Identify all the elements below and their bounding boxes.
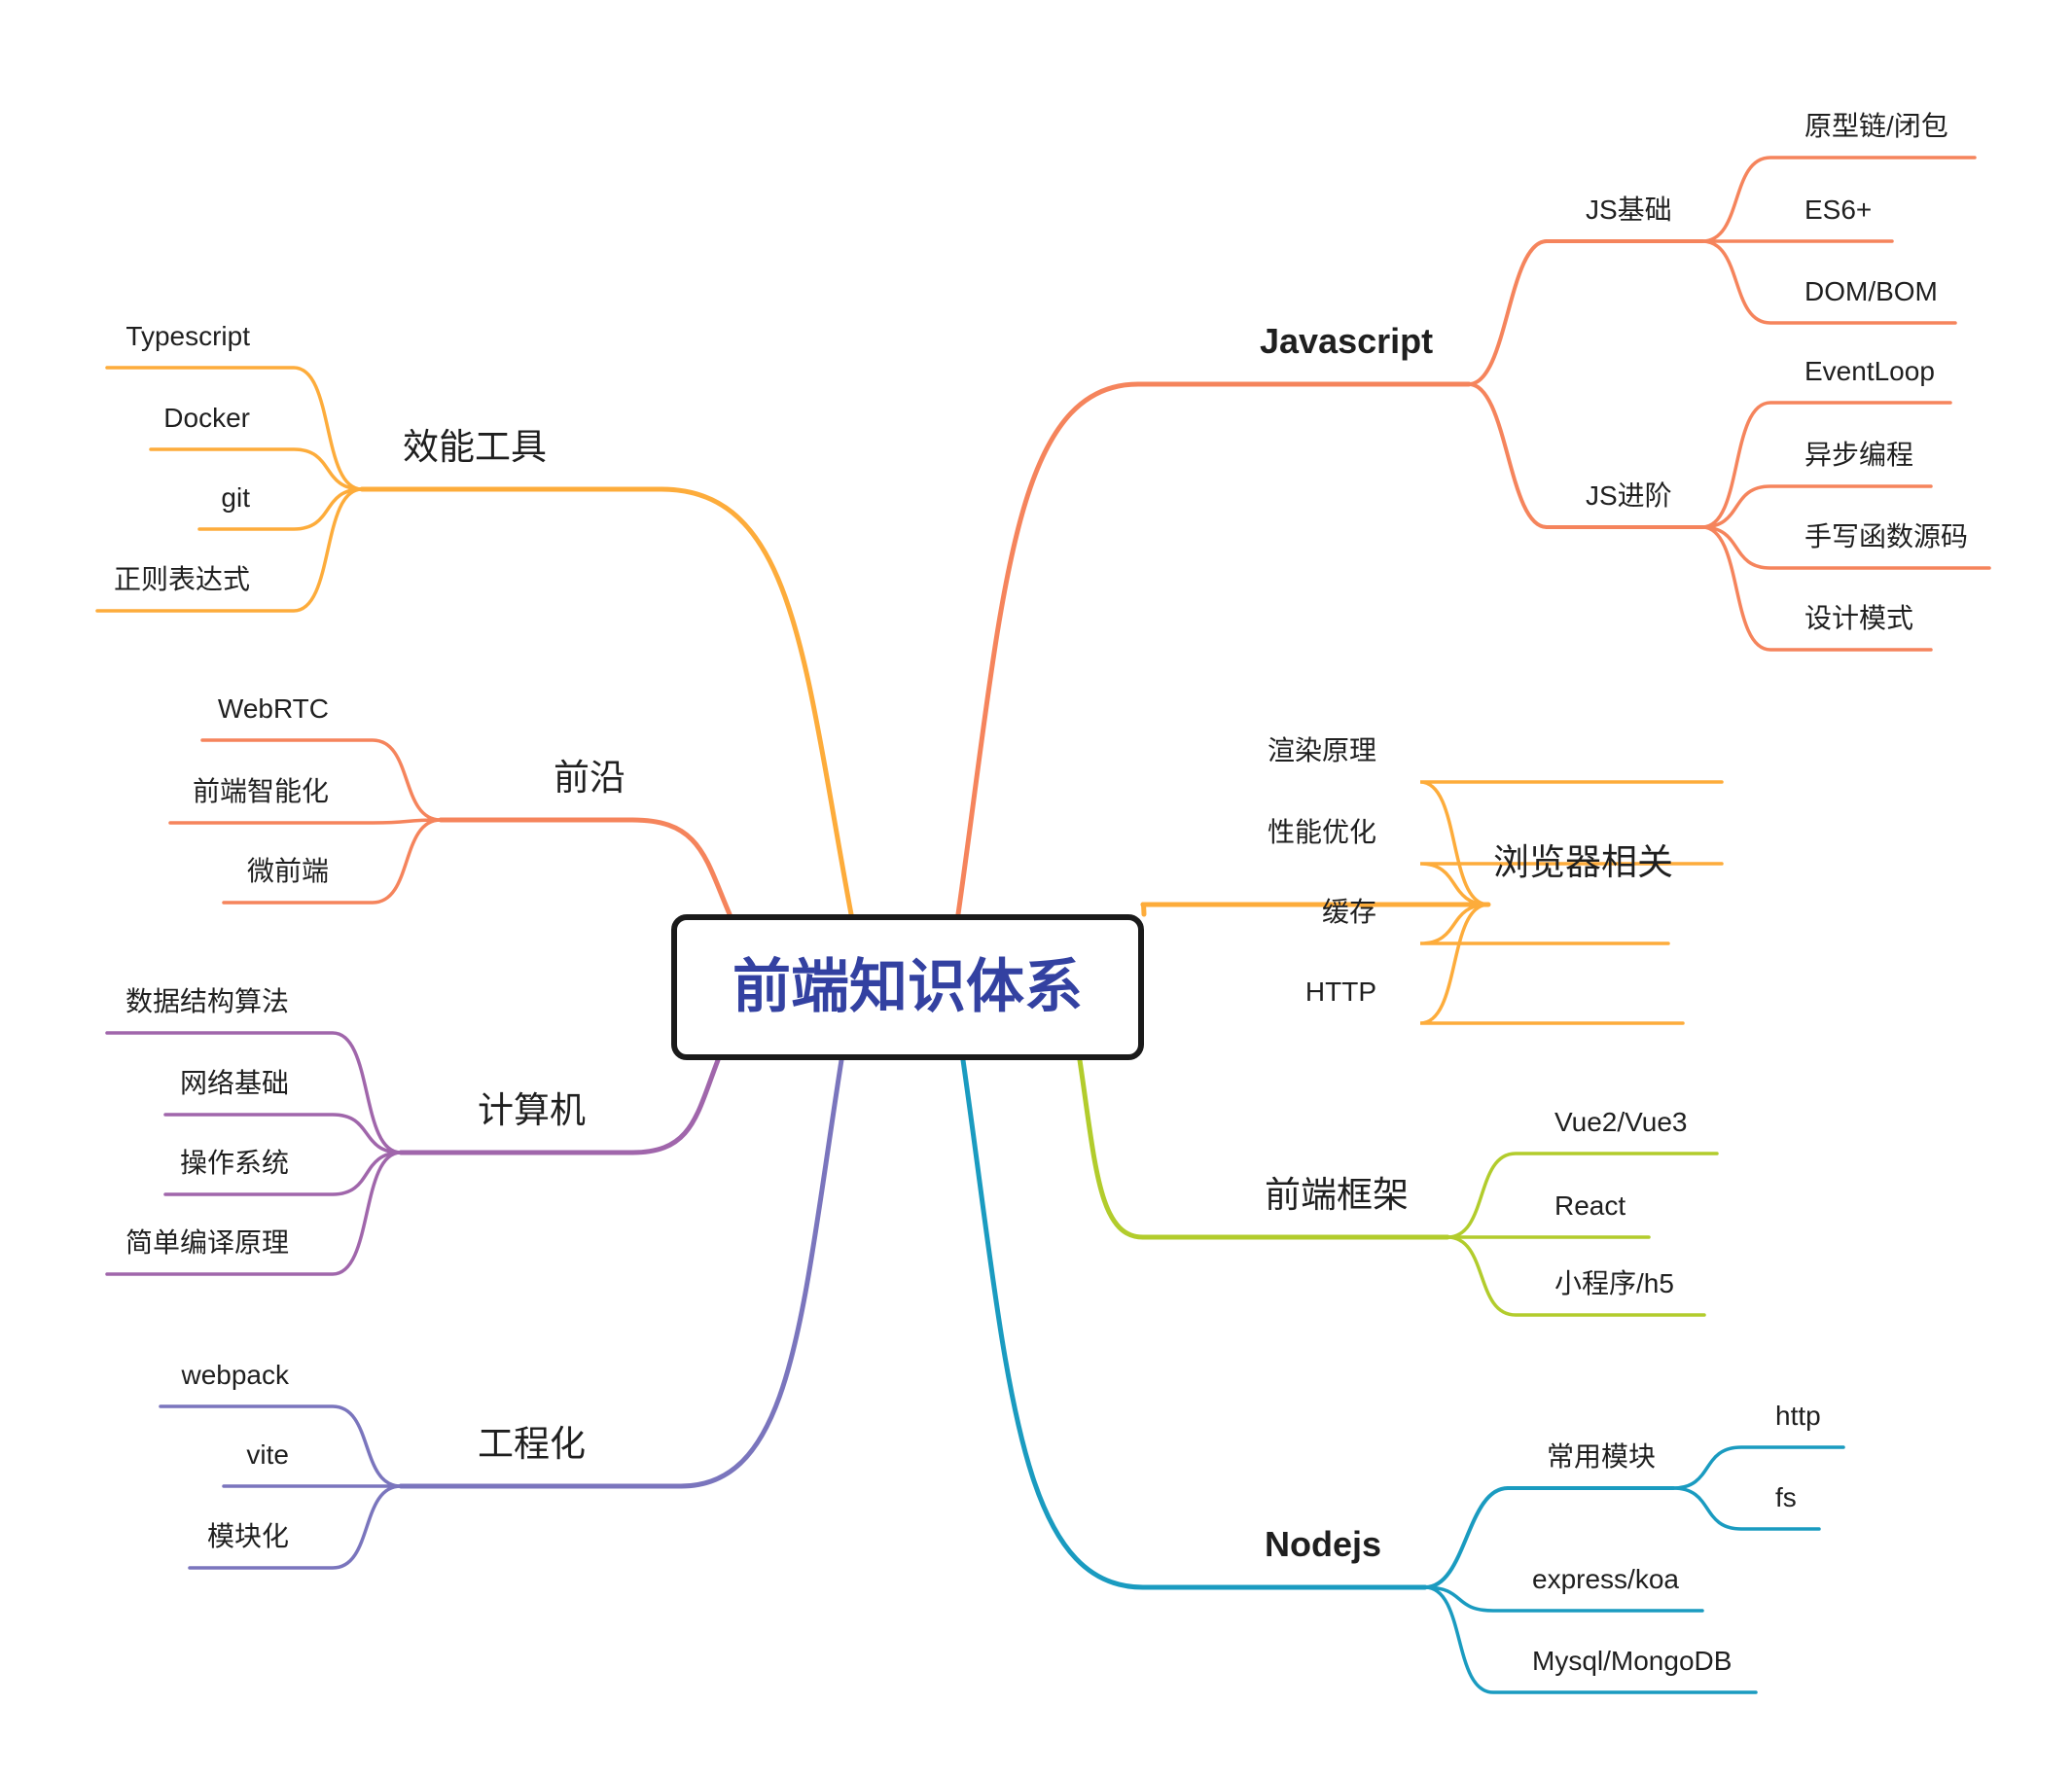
leaf-link bbox=[168, 818, 443, 825]
leaf-link bbox=[159, 1404, 403, 1488]
leaf-link bbox=[1671, 1486, 1821, 1531]
branch-label[interactable]: 效能工具 bbox=[403, 427, 547, 467]
leaf-label[interactable]: 操作系统 bbox=[179, 1148, 289, 1178]
branch-label[interactable]: 工程化 bbox=[478, 1424, 586, 1464]
branch-trunk bbox=[678, 1057, 844, 1489]
subbranch-label[interactable]: JS进阶 bbox=[1586, 480, 1672, 511]
leaf-label[interactable]: fs bbox=[1775, 1482, 1797, 1512]
root-node[interactable]: 前端知识体系 bbox=[671, 914, 1144, 1060]
branch-trunk bbox=[1077, 1057, 1146, 1240]
leaf-link bbox=[1419, 903, 1685, 1025]
leaf-label[interactable]: ES6+ bbox=[1804, 195, 1873, 225]
leaf-link bbox=[105, 366, 364, 491]
branch-trunk bbox=[629, 817, 732, 917]
leaf-link bbox=[1446, 1235, 1706, 1317]
leaf-link bbox=[1671, 1445, 1845, 1490]
leaf-link bbox=[1419, 903, 1670, 945]
leaf-label[interactable]: 网络基础 bbox=[179, 1068, 289, 1098]
subbranch-link bbox=[1467, 239, 1549, 386]
subbranch-link bbox=[1467, 382, 1549, 529]
leaf-link bbox=[149, 447, 364, 491]
branch-label[interactable]: 浏览器相关 bbox=[1493, 842, 1673, 882]
branch-trunk bbox=[955, 381, 1141, 917]
leaf-label[interactable]: vite bbox=[246, 1439, 289, 1470]
leaf-label[interactable]: React bbox=[1554, 1190, 1626, 1221]
subbranch-label[interactable]: JS基础 bbox=[1586, 195, 1672, 225]
leaf-label[interactable]: 数据结构算法 bbox=[125, 986, 289, 1016]
leaf-link bbox=[1419, 780, 1724, 906]
leaf-label[interactable]: 渲染原理 bbox=[1267, 735, 1376, 765]
leaf-label[interactable]: 模块化 bbox=[206, 1521, 289, 1551]
subbranch-link bbox=[1423, 1486, 1510, 1589]
leaf-link bbox=[200, 738, 443, 822]
leaf-link bbox=[163, 1113, 403, 1154]
leaf-label[interactable]: 前端智能化 bbox=[192, 776, 329, 806]
leaf-link bbox=[1700, 239, 1957, 325]
leaf-label[interactable]: 原型链/闭包 bbox=[1804, 111, 1948, 141]
leaf-label[interactable]: 简单编译原理 bbox=[125, 1227, 289, 1258]
leaf-label[interactable]: 手写函数源码 bbox=[1804, 521, 1969, 551]
leaf-link bbox=[95, 487, 364, 613]
leaf-link bbox=[1419, 862, 1724, 906]
leaf-label[interactable]: express/koa bbox=[1532, 1564, 1679, 1594]
leaf-link bbox=[1423, 1585, 1758, 1694]
leaf-link bbox=[163, 1151, 403, 1196]
leaf-link bbox=[105, 1031, 403, 1154]
leaf-link bbox=[1700, 525, 1991, 570]
leaf-link bbox=[1700, 156, 1977, 243]
branch-label[interactable]: 前沿 bbox=[554, 758, 625, 798]
leaf-label[interactable]: 正则表达式 bbox=[113, 564, 250, 594]
leaf-label[interactable]: 异步编程 bbox=[1804, 440, 1914, 470]
leaf-label[interactable]: WebRTC bbox=[217, 693, 329, 724]
root-title: 前端知识体系 bbox=[732, 954, 1083, 1019]
leaf-link bbox=[1700, 401, 1952, 529]
leaf-label[interactable]: 缓存 bbox=[1321, 897, 1376, 927]
branch-trunk bbox=[659, 486, 854, 917]
branch-label[interactable]: Nodejs bbox=[1265, 1524, 1382, 1564]
leaf-label[interactable]: http bbox=[1775, 1401, 1821, 1431]
branch-label[interactable]: Javascript bbox=[1260, 321, 1434, 361]
branch-label[interactable]: 前端框架 bbox=[1265, 1175, 1409, 1215]
branch-label[interactable]: 计算机 bbox=[478, 1090, 586, 1130]
leaf-link bbox=[197, 487, 364, 531]
branch-trunk bbox=[629, 1057, 721, 1155]
leaf-label[interactable]: HTTP bbox=[1304, 977, 1376, 1007]
leaf-label[interactable]: 微前端 bbox=[246, 856, 329, 886]
branch-trunk bbox=[960, 1057, 1146, 1590]
leaf-link bbox=[1700, 484, 1933, 529]
leaf-label[interactable]: EventLoop bbox=[1804, 356, 1935, 386]
leaf-label[interactable]: 小程序/h5 bbox=[1554, 1268, 1674, 1298]
leaf-link bbox=[1446, 1152, 1719, 1239]
leaf-label[interactable]: Vue2/Vue3 bbox=[1554, 1107, 1688, 1137]
leaf-label[interactable]: Mysql/MongoDB bbox=[1532, 1646, 1733, 1676]
leaf-label[interactable]: DOM/BOM bbox=[1804, 276, 1938, 306]
leaf-link bbox=[222, 818, 443, 905]
leaf-link bbox=[105, 1151, 403, 1276]
leaf-label[interactable]: Typescript bbox=[125, 321, 250, 351]
leaf-label[interactable]: 设计模式 bbox=[1804, 603, 1914, 633]
leaf-link bbox=[188, 1484, 403, 1570]
subbranch-label[interactable]: 常用模块 bbox=[1547, 1441, 1657, 1472]
leaf-link bbox=[1423, 1585, 1704, 1613]
leaf-label[interactable]: webpack bbox=[181, 1360, 289, 1390]
leaf-label[interactable]: git bbox=[221, 482, 250, 513]
leaf-link bbox=[1700, 525, 1933, 652]
leaf-label[interactable]: Docker bbox=[163, 403, 250, 433]
leaf-label[interactable]: 性能优化 bbox=[1267, 817, 1376, 847]
